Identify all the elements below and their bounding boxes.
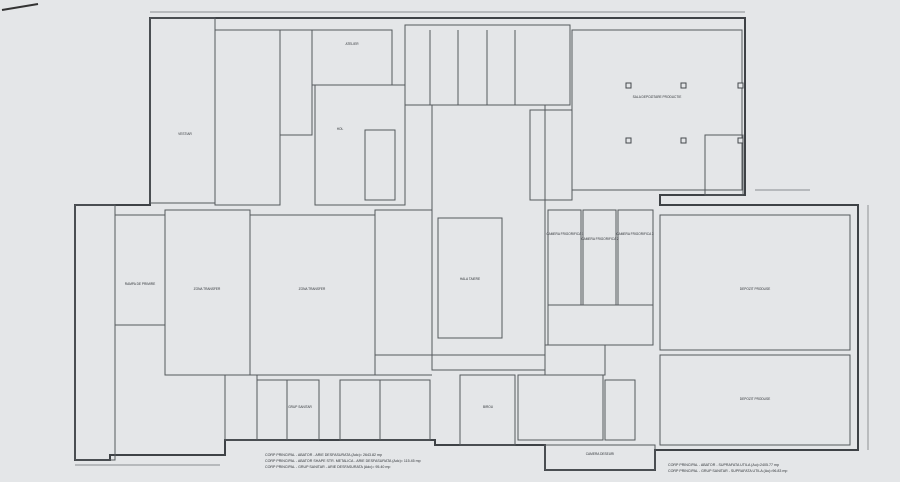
legend-line: CORP PRINCIPAL - ABATOR SHAPE STR. METAL… bbox=[265, 459, 421, 463]
interior-walls bbox=[74, 17, 851, 471]
legend-line: CORP PRINCIPAL - ABATOR - ARIE DESFASURA… bbox=[265, 453, 382, 457]
structural-columns bbox=[625, 82, 744, 144]
room-label: VESTIAR bbox=[178, 132, 192, 136]
room-label: CAMERA FRIGORIFICA 2 bbox=[581, 237, 619, 241]
room-label: SALA DEPOZITARE PRODUCTIE bbox=[633, 95, 682, 99]
area-legend-left: CORP PRINCIPAL - ABATOR - ARIE DESFASURA… bbox=[265, 453, 421, 469]
room-label: CAMERA DESEURI bbox=[586, 452, 615, 456]
legend-line: CORP PRINCIPAL - GRUP SANITAR - ARIE DES… bbox=[265, 465, 390, 469]
room-label: RAMPA DE PRIMIRE bbox=[125, 282, 155, 286]
room-label: DEPOZIT PRODUSE bbox=[740, 287, 770, 291]
room-label: CAMERA FRIGORIFICA 1 bbox=[546, 232, 584, 236]
room-label: CAMERA FRIGORIFICA 3 bbox=[616, 232, 654, 236]
room-labels: SALA DEPOZITARE PRODUCTIE HALA TAIERE CA… bbox=[125, 42, 770, 456]
legend-line: CORP PRINCIPAL - ABATOR - SUPRAFATA UTIL… bbox=[668, 463, 779, 467]
room-label: GRUP SANITAR bbox=[288, 405, 312, 409]
room-label: ZONA TRANSFER bbox=[299, 287, 326, 291]
legend-line: CORP PRINCIPAL - GRUP SANITAR - SUPRAFAT… bbox=[668, 469, 787, 473]
room-label: ATELIER bbox=[345, 42, 359, 46]
pen-mark bbox=[1, 3, 39, 11]
room-label: ZONA TRANSFER bbox=[194, 287, 221, 291]
room-label: DEPOZIT PRODUSE bbox=[740, 397, 770, 401]
room-label: HOL bbox=[337, 127, 344, 131]
area-legend-right: CORP PRINCIPAL - ABATOR - SUPRAFATA UTIL… bbox=[668, 463, 787, 473]
room-label: HALA TAIERE bbox=[460, 277, 480, 281]
room-label: BIROU bbox=[483, 405, 494, 409]
dimension-lines bbox=[75, 11, 869, 466]
